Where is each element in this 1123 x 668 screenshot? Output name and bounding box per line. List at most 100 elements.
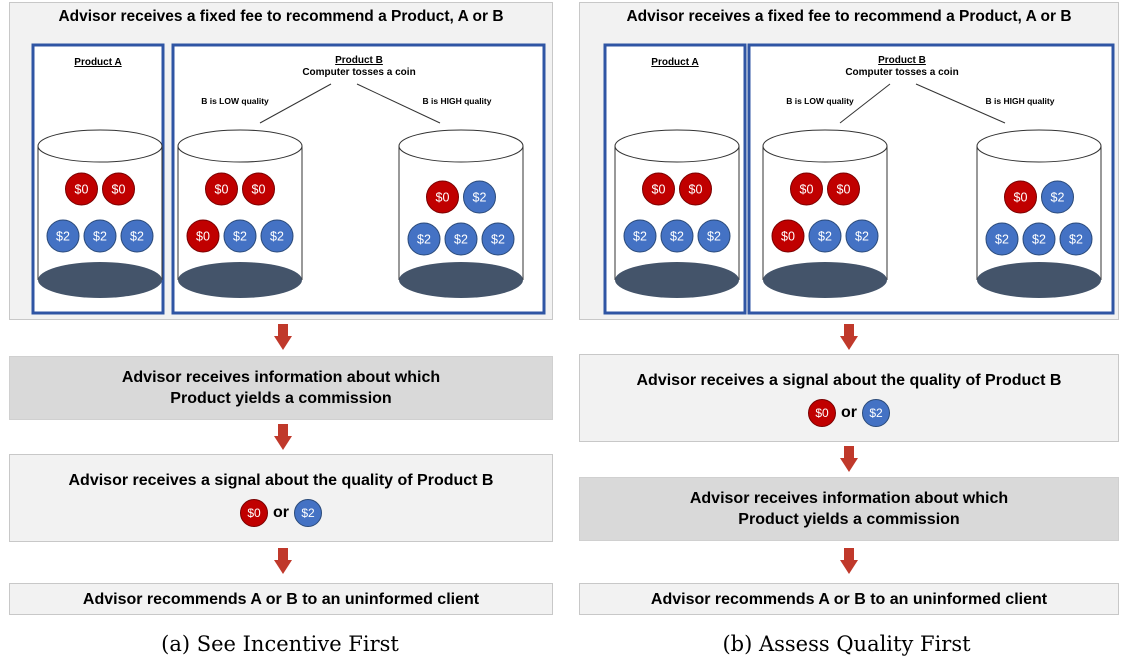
coin-label: $2 [670,230,684,244]
arrow-down-icon [274,548,292,574]
coin-label: $2 [633,230,647,244]
coin-label: $2 [1069,233,1083,247]
caption-a: (a) See Incentive First [161,632,399,656]
jar-base [615,262,739,298]
coin-two: $2 [83,219,117,253]
coin-label: $2 [454,233,468,247]
coin-label: $2 [491,233,505,247]
branch-line-high [356,83,441,124]
jar-rim [762,129,888,163]
coin-label: $0 [837,183,851,197]
coin-label: $0 [252,183,266,197]
arrow-down-icon [274,424,292,450]
coin-zero: $0 [790,172,823,206]
coin-label: $0 [112,183,126,197]
product-b-subtitle: Computer tosses a coin [845,67,958,78]
coin-zero: $0 [102,172,135,206]
coin-label: $2 [56,230,70,244]
step-commission-info: Advisor receives information about which… [579,477,1119,541]
or-label: or [273,504,289,521]
coin-two-icon: $2 [862,399,890,427]
coin-two: $2 [985,222,1019,256]
signal-coins: $0 or $2 [10,499,552,527]
top-header: Advisor receives a fixed fee to recommen… [58,8,504,25]
coin-label: $0 [1014,191,1028,205]
jar-base [977,262,1101,298]
jar-base [763,262,887,298]
high-quality-label: B is HIGH quality [986,96,1055,106]
coin-label: $2 [130,230,144,244]
coin-label: $2 [1032,233,1046,247]
coin-two: $2 [1022,222,1056,256]
product-a-title: Product A [651,57,698,68]
top-box: Advisor receives a fixed fee to recommen… [9,2,553,320]
coin-zero: $0 [679,172,712,206]
jar-base [399,262,523,298]
coin-two: $2 [660,219,694,253]
coin-zero: $0 [827,172,860,206]
arrow-down-icon [840,548,858,574]
jar-rim [614,129,740,163]
coin-two: $2 [260,219,294,253]
panel-a: Advisor receives a fixed fee to recommen… [0,0,560,668]
coin-zero: $0 [642,172,675,206]
coin-two: $2 [407,222,441,256]
product-b-subtitle: Computer tosses a coin [302,67,415,78]
step-signal-text: Advisor receives a signal about the qual… [636,372,1062,389]
coin-label: $0 [781,230,795,244]
coin-label: $0 [800,183,814,197]
coin-label: $0 [215,183,229,197]
low-quality-label: B is LOW quality [786,96,854,106]
jar-high: $0 $2 $2 $2 $2 [398,129,524,298]
coin-zero: $0 [242,172,275,206]
coin-label: $0 [436,191,450,205]
coin-label: $2 [855,230,869,244]
jar-rim [398,129,524,163]
coin-two: $2 [444,222,478,256]
coin-two-icon: $2 [294,499,322,527]
coin-two: $2 [463,180,496,214]
jar-rim [177,129,303,163]
coin-two: $2 [481,222,515,256]
step-commission-text: Advisor receives information about which… [689,490,1009,528]
coin-label: $2 [270,230,284,244]
jar-high: $0 $2 $2 $2 $2 [976,129,1102,298]
jar-a: $0 $0 $2 $2 $2 [37,129,163,298]
coin-zero: $0 [205,172,238,206]
step-signal-text: Advisor receives a signal about the qual… [68,472,494,489]
branch-line-high [915,83,1006,124]
coin-zero: $0 [186,219,220,253]
step-quality-signal: Advisor receives a signal about the qual… [9,454,553,542]
coin-two: $2 [1059,222,1093,256]
coin-label: $2 [473,191,487,205]
coin-zero: $0 [65,172,98,206]
step-recommend: Advisor recommends A or B to an uninform… [579,583,1119,615]
panel-b: Advisor receives a fixed fee to recommen… [570,0,1123,668]
coin-zero: $0 [1004,180,1037,214]
step-quality-signal: Advisor receives a signal about the qual… [579,354,1119,442]
coin-two: $2 [808,219,842,253]
coin-two: $2 [120,219,154,253]
caption-b: (b) Assess Quality First [722,632,971,656]
coin-zero-icon: $0 [808,399,836,427]
step-commission-info: Advisor receives information about which… [9,356,553,420]
arrow-down-icon [840,446,858,472]
coin-two: $2 [697,219,731,253]
arrow-down-icon [840,324,858,350]
coin-zero: $0 [771,219,805,253]
top-header: Advisor receives a fixed fee to recommen… [626,8,1072,25]
step-recommend: Advisor recommends A or B to an uninform… [9,583,553,615]
coin-zero: $0 [426,180,459,214]
high-quality-label: B is HIGH quality [423,96,492,106]
jar-base [178,262,302,298]
coin-zero-icon: $0 [240,499,268,527]
coin-label: $2 [93,230,107,244]
coin-label: $2 [1051,191,1065,205]
coin-label: $2 [995,233,1009,247]
coin-label: $0 [689,183,703,197]
branch-line-low [259,83,332,124]
coin-label: $2 [417,233,431,247]
coin-label: $0 [196,230,210,244]
coin-label: $0 [75,183,89,197]
